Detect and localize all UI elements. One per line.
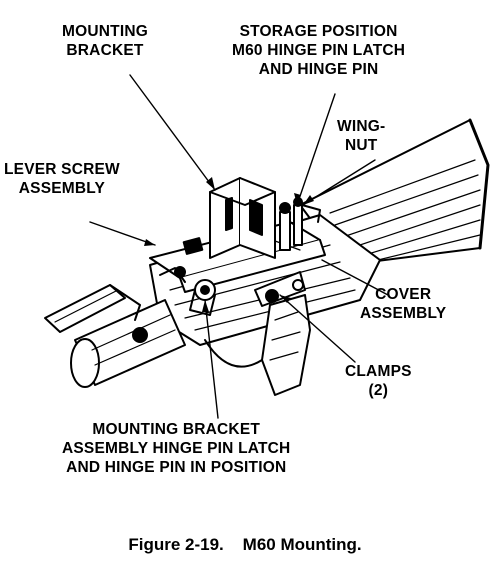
label-hinge-pin-in-position: MOUNTING BRACKET ASSEMBLY HINGE PIN LATC… [62,421,291,476]
carrying-handle [44,284,141,333]
clamps-drawing [254,271,306,307]
label-cover-assembly: COVER ASSEMBLY [360,286,447,322]
label-wing-nut: WING- NUT [337,118,386,154]
label-clamps: CLAMPS (2) [345,363,412,399]
mounting-bracket-drawing [209,177,276,259]
label-lever-screw-assembly: LEVER SCREW ASSEMBLY [4,161,120,197]
hinge-pin-in-position-drawing [159,266,216,316]
label-storage-position: STORAGE POSITION M60 HINGE PIN LATCH AND… [232,23,406,78]
label-mounting-bracket: MOUNTING BRACKET [62,23,148,59]
figure-caption: Figure 2-19. M60 Mounting. [128,535,362,554]
leader-lines [89,74,389,419]
barrel [70,299,186,388]
